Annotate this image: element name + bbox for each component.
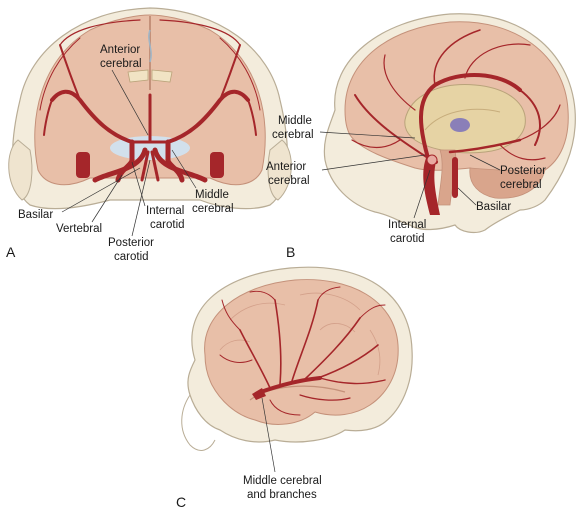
panel-b-internal-carotid-vessel bbox=[423, 158, 440, 215]
panel-b-ventricle bbox=[450, 118, 470, 132]
panel-c-letter: C bbox=[176, 494, 186, 510]
panel-a-ventricles bbox=[127, 69, 173, 83]
panel-b-corpus-callosum bbox=[404, 84, 526, 154]
panel-b-label-internal-carotid-line2: carotid bbox=[390, 233, 425, 245]
panel-b-label-middle-cerebral-line2: cerebral bbox=[272, 129, 314, 141]
panel-a-label-internal-carotid-line2: carotid bbox=[150, 219, 185, 231]
panel-a-vessels bbox=[39, 19, 261, 183]
panel-a-label-vertebral: Vertebral bbox=[56, 223, 102, 235]
panel-c-lateral-view: Middle cerebral and branches C bbox=[176, 266, 413, 510]
panel-a-label-middle-cerebral-line2: cerebral bbox=[192, 203, 234, 215]
panel-b-label-posterior-cerebral-line2: cerebral bbox=[500, 179, 542, 191]
panel-c-gyri bbox=[219, 292, 381, 376]
panel-b-label-middle-cerebral-line1: Middle bbox=[278, 115, 312, 127]
panel-b-label-internal-carotid-line1: Internal bbox=[388, 219, 426, 231]
panel-a-label-posterior-carotid-line1: Posterior bbox=[108, 237, 154, 249]
panel-a-label-middle-cerebral-line1: Middle bbox=[195, 189, 229, 201]
panel-b-letter: B bbox=[286, 244, 295, 260]
panel-c-vessels bbox=[219, 286, 386, 416]
panel-a-label-anterior-cerebral-line1: Anterior bbox=[100, 44, 140, 56]
panel-a-letter: A bbox=[6, 244, 16, 260]
panel-b-sagittal-view: Middle cerebral Anterior cerebral Poster… bbox=[266, 13, 576, 260]
panel-c-middle-cerebral-trunk bbox=[252, 388, 266, 400]
panel-a-coronal-view: Anterior cerebral Middle cerebral Basila… bbox=[6, 7, 292, 263]
panel-c-label-middle-cerebral-line2: and branches bbox=[247, 489, 317, 501]
panel-b-label-basilar: Basilar bbox=[476, 201, 511, 213]
panel-a-label-internal-carotid-line1: Internal bbox=[146, 205, 184, 217]
panel-b-cerebellum bbox=[469, 167, 546, 199]
panel-a-right-ear bbox=[267, 139, 292, 201]
panel-b-label-anterior-cerebral-line2: cerebral bbox=[268, 175, 310, 187]
panel-a-left-ear bbox=[8, 139, 33, 201]
panel-a-label-basilar: Basilar bbox=[18, 209, 53, 221]
panel-a-label-posterior-carotid-line2: carotid bbox=[114, 251, 149, 263]
panel-b-label-posterior-cerebral-line1: Posterior bbox=[500, 165, 546, 177]
panel-b-label-anterior-cerebral-line1: Anterior bbox=[266, 161, 306, 173]
panel-c-face-outline bbox=[181, 394, 216, 451]
panel-b-vessels bbox=[351, 29, 561, 198]
panel-a-label-anterior-cerebral-line2: cerebral bbox=[100, 58, 142, 70]
panel-c-label-middle-cerebral-line1: Middle cerebral bbox=[243, 475, 322, 487]
